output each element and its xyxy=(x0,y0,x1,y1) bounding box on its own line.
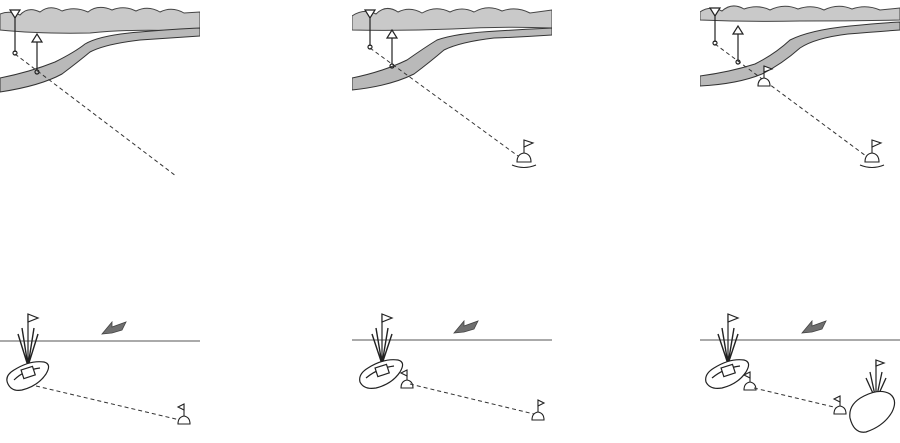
sailboat-icon xyxy=(705,313,750,389)
flag-buoy-icon xyxy=(832,395,847,415)
shoreline-icon xyxy=(0,27,200,93)
flag-buoy-icon xyxy=(859,139,885,169)
range-marker-rear-icon xyxy=(708,7,722,46)
flag-buoy-icon xyxy=(511,139,537,169)
boat-buoy-3 xyxy=(700,300,900,440)
second-sailboat-icon xyxy=(849,359,896,433)
sight-line xyxy=(14,53,177,177)
sight-line xyxy=(369,47,519,157)
range-marker-front-icon xyxy=(385,28,399,69)
range-marker-rear-icon xyxy=(8,9,22,56)
treeline-icon xyxy=(0,6,200,34)
small-buoy-icon xyxy=(399,369,414,389)
shoreline-icon xyxy=(352,27,552,91)
range-marker-rear-icon xyxy=(363,9,377,50)
current-arrow-icon xyxy=(101,320,127,335)
boat-buoy-1 xyxy=(0,300,200,440)
boat-buoy-2 xyxy=(352,300,552,440)
sailboat-icon xyxy=(6,313,50,391)
small-buoy-icon xyxy=(757,65,774,87)
tether-line xyxy=(35,385,181,421)
flag-buoy-icon xyxy=(531,399,546,421)
tether-line xyxy=(409,383,535,415)
tether-line xyxy=(753,387,839,409)
range-view-1 xyxy=(0,0,200,190)
current-arrow-icon xyxy=(801,319,827,334)
shoreline-icon xyxy=(700,21,900,87)
sight-line xyxy=(714,43,867,157)
small-buoy-icon xyxy=(742,371,757,391)
range-marker-front-icon xyxy=(30,32,44,75)
sailboat-icon xyxy=(359,313,404,389)
range-marker-front-icon xyxy=(731,24,745,65)
flag-buoy-icon xyxy=(176,403,191,425)
treeline-icon xyxy=(700,5,900,22)
range-view-3 xyxy=(700,0,900,190)
current-arrow-icon xyxy=(453,319,479,334)
range-view-2 xyxy=(352,0,552,190)
treeline-icon xyxy=(352,7,552,31)
